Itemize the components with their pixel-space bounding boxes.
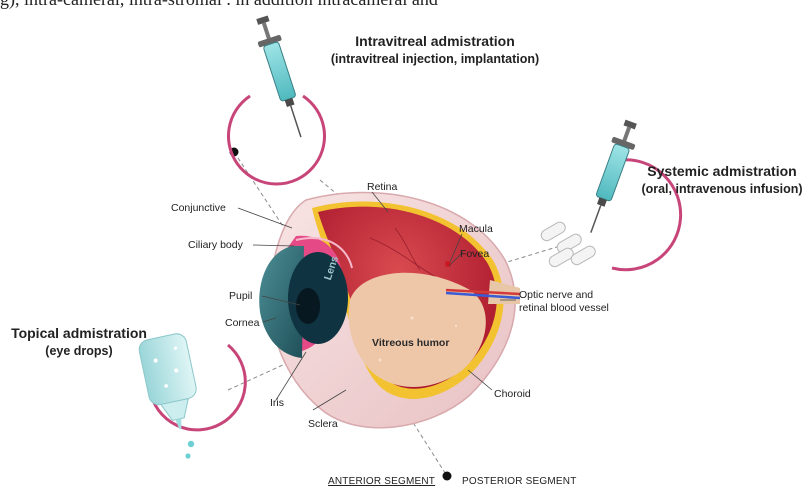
syringe-icon (251, 14, 313, 141)
pill-capsules-icon (539, 220, 597, 269)
choroid-label: Choroid (494, 388, 531, 401)
optic-nerve-label-line1: Optic nerve and (519, 289, 593, 301)
iris-label: Iris (270, 397, 284, 410)
intravitreal-route-title: Intravitreal admistration (316, 32, 554, 50)
optic-nerve-label-line2: retinal blood vessel (519, 302, 609, 314)
pupil-shape (296, 288, 320, 324)
systemic-route-title: Systemic admistration (634, 162, 810, 180)
retina-label: Retina (367, 181, 397, 194)
topical-route-line (228, 364, 285, 390)
systemic-route-subtitle: (oral, intravenous infusion) (634, 180, 810, 198)
anterior-segment-label: ANTERIOR SEGMENT (328, 476, 435, 487)
intravitreal-route-subtitle: (intravitreal injection, implantation) (316, 50, 554, 68)
eye-drop-icon (185, 453, 190, 458)
topical-route-label: Topical admistration (eye drops) (4, 324, 154, 360)
pupil-label: Pupil (229, 290, 252, 303)
eye-drop-icon (188, 441, 194, 447)
macula-label: Macula (459, 223, 493, 236)
segment-divider-bottom-dot (443, 472, 452, 481)
systemic-route-label: Systemic admistration (oral, intravenous… (634, 162, 810, 198)
cornea-label: Cornea (225, 317, 259, 330)
intravitreal-accent-arc (229, 96, 325, 184)
topical-route-subtitle: (eye drops) (4, 342, 154, 360)
topical-route-title: Topical admistration (4, 324, 154, 342)
optic-nerve-label: Optic nerve and retinal blood vessel (519, 289, 609, 315)
intravitreal-route-label: Intravitreal admistration (intravitreal … (316, 32, 554, 68)
posterior-segment-label: POSTERIOR SEGMENT (462, 476, 577, 487)
ciliary-body-label: Ciliary body (188, 239, 243, 252)
conjunctive-label: Conjunctive (171, 202, 226, 215)
fovea-label: Fovea (460, 248, 489, 261)
intravitreal-syringe-group (229, 14, 325, 184)
vitreous-humor-label: Vitreous humor (372, 337, 449, 350)
sclera-label: Sclera (308, 418, 338, 431)
